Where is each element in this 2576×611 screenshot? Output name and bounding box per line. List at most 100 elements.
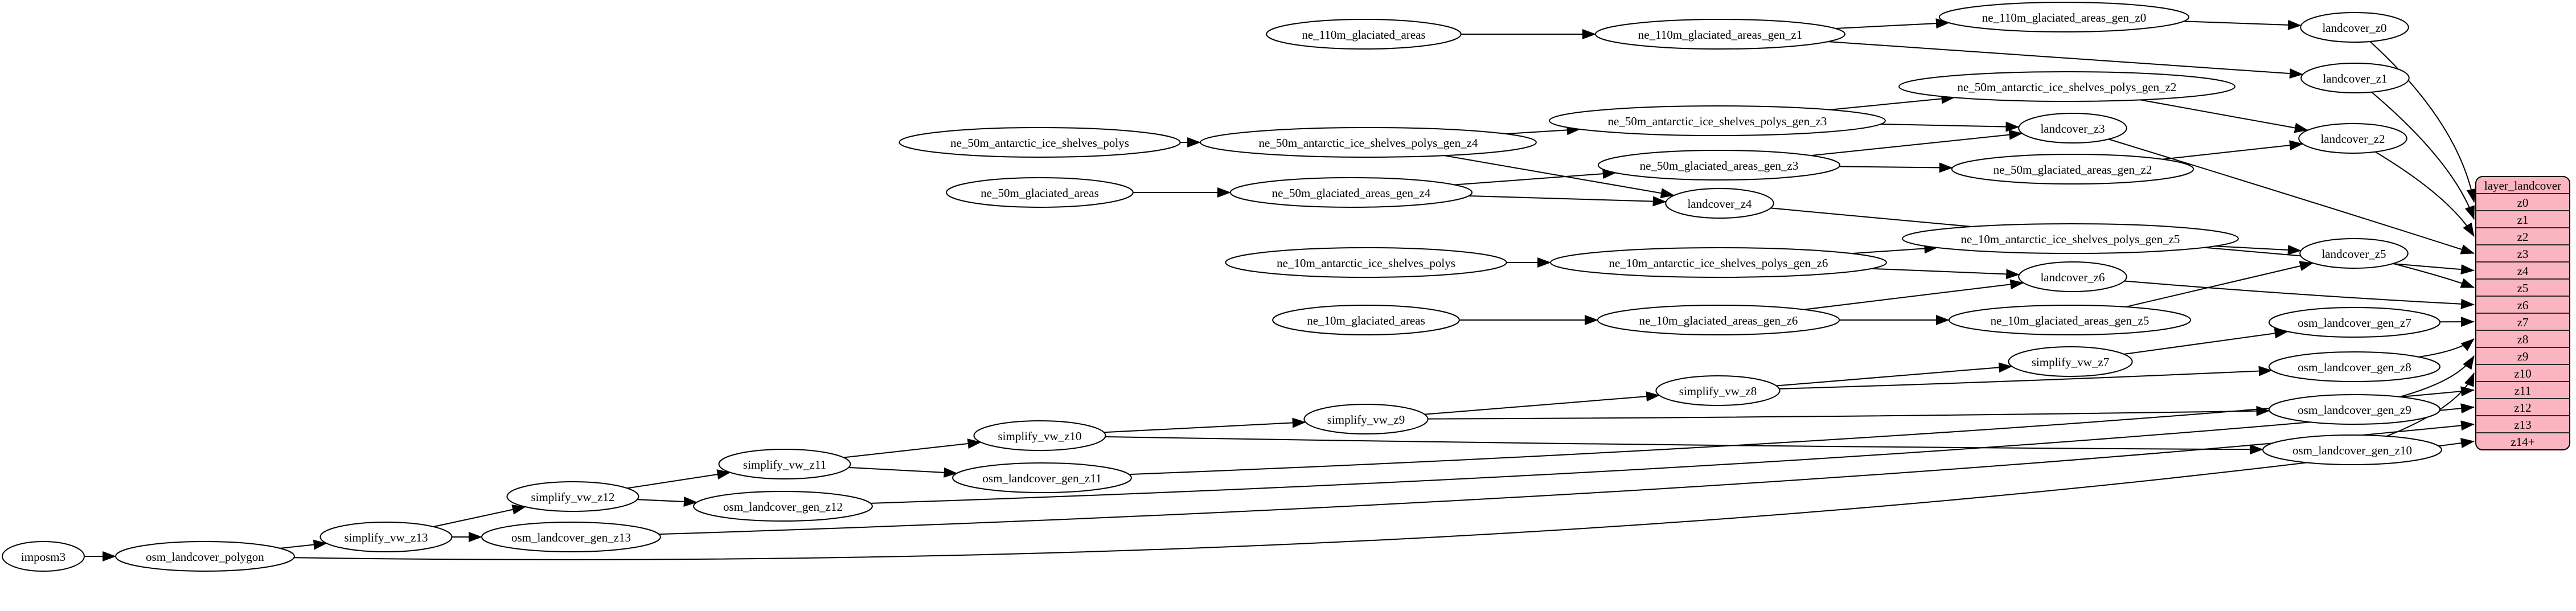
edge-ne_110m_glaciated_areas_gen_z1-to-landcover_z1 xyxy=(1828,41,2304,79)
node-simplify_vw_z8: simplify_vw_z8 xyxy=(1655,375,1781,406)
node-ne_10m_glaciated_areas: ne_10m_glaciated_areas xyxy=(1272,305,1460,335)
node-label-ne_110m_glaciated_areas: ne_110m_glaciated_areas xyxy=(1302,28,1425,42)
edge-simplify_vw_z7-to-osm_landcover_gen_z7 xyxy=(2123,328,2288,355)
edge-ne_110m_glaciated_areas_gen_z0-to-landcover_z0 xyxy=(2183,19,2302,30)
node-label-osm_landcover_polygon: osm_landcover_polygon xyxy=(146,550,264,564)
node-label-osm_landcover_gen_z13: osm_landcover_gen_z13 xyxy=(511,531,631,544)
node-simplify_vw_z13: simplify_vw_z13 xyxy=(319,522,453,552)
node-label-ne_50m_antarctic_ice_shelves_polys_gen_z4: ne_50m_antarctic_ice_shelves_polys_gen_z… xyxy=(1259,136,1478,150)
edge-osm_landcover_gen_z10-to-z10 xyxy=(2386,372,2475,437)
table-row-z12: z12 xyxy=(2514,401,2531,415)
node-label-landcover_z3: landcover_z3 xyxy=(2040,122,2105,136)
node-label-ne_50m_glaciated_areas_gen_z4: ne_50m_glaciated_areas_gen_z4 xyxy=(1272,186,1431,200)
edge-ne_50m_antarctic_ice_shelves_polys_gen_z2-to-landcover_z2 xyxy=(2140,99,2308,133)
edge-ne_50m_glaciated_areas_gen_z4-to-ne_50m_glaciated_areas_gen_z3 xyxy=(1454,169,1617,186)
edge-osm_landcover_polygon-to-z14+ xyxy=(294,438,2475,560)
node-label-simplify_vw_z13: simplify_vw_z13 xyxy=(344,531,428,544)
layer-landcover-table: layer_landcoverz0z1z2z3z4z5z6z7z8z9z10z1… xyxy=(2475,176,2570,450)
node-label-ne_50m_glaciated_areas_gen_z2: ne_50m_glaciated_areas_gen_z2 xyxy=(1993,163,2152,177)
edge-osm_landcover_gen_z9-to-z9 xyxy=(2399,355,2475,397)
edge-simplify_vw_z13-to-simplify_vw_z12 xyxy=(433,505,526,527)
node-osm_landcover_gen_z12: osm_landcover_gen_z12 xyxy=(693,491,873,522)
node-osm_landcover_gen_z13: osm_landcover_gen_z13 xyxy=(481,522,661,552)
node-ne_110m_glaciated_areas_gen_z1: ne_110m_glaciated_areas_gen_z1 xyxy=(1595,19,1845,50)
table-title: layer_landcover xyxy=(2484,179,2561,192)
table-row-z14+: z14+ xyxy=(2511,435,2534,449)
node-landcover_z6: landcover_z6 xyxy=(2018,261,2127,292)
edge-ne_50m_glaciated_areas_gen_z4-to-landcover_z4 xyxy=(1469,195,1667,207)
node-simplify_vw_z10: simplify_vw_z10 xyxy=(973,420,1106,451)
node-label-ne_50m_glaciated_areas_gen_z3: ne_50m_glaciated_areas_gen_z3 xyxy=(1640,159,1799,173)
edge-osm_landcover_gen_z13-to-z13 xyxy=(659,420,2475,535)
edge-simplify_vw_z8-to-osm_landcover_gen_z8 xyxy=(1779,366,2273,389)
edge-simplify_vw_z12-to-osm_landcover_gen_z12 xyxy=(637,496,698,507)
node-ne_50m_glaciated_areas_gen_z4: ne_50m_glaciated_areas_gen_z4 xyxy=(1229,177,1473,208)
table-row-z2: z2 xyxy=(2517,230,2529,244)
node-label-ne_50m_glaciated_areas: ne_50m_glaciated_areas xyxy=(981,186,1099,200)
node-label-simplify_vw_z10: simplify_vw_z10 xyxy=(998,429,1082,443)
edge-landcover_z1-to-z1 xyxy=(2371,91,2475,220)
node-label-osm_landcover_gen_z9: osm_landcover_gen_z9 xyxy=(2298,403,2411,417)
table-row-z3: z3 xyxy=(2517,247,2529,261)
table-row-z13: z13 xyxy=(2514,418,2531,432)
node-osm_landcover_gen_z8: osm_landcover_gen_z8 xyxy=(2269,351,2440,382)
node-label-osm_landcover_gen_z12: osm_landcover_gen_z12 xyxy=(723,500,843,514)
node-ne_50m_glaciated_areas_gen_z2: ne_50m_glaciated_areas_gen_z2 xyxy=(1951,154,2194,184)
edge-ne_10m_antarctic_ice_shelves_polys_gen_z6-to-landcover_z6 xyxy=(1871,268,2020,280)
edge-ne_10m_glaciated_areas_gen_z5-to-landcover_z5 xyxy=(2126,261,2314,307)
node-label-ne_50m_antarctic_ice_shelves_polys_gen_z3: ne_50m_antarctic_ice_shelves_polys_gen_z… xyxy=(1608,114,1827,128)
node-osm_landcover_gen_z7: osm_landcover_gen_z7 xyxy=(2269,307,2440,338)
node-label-landcover_z4: landcover_z4 xyxy=(1687,197,1752,211)
edge-simplify_vw_z10-to-osm_landcover_gen_z10 xyxy=(1105,436,2264,455)
edge-landcover_z2-to-z2 xyxy=(2374,151,2475,237)
edge-ne_10m_glaciated_areas_gen_z6-to-landcover_z6 xyxy=(1804,279,2024,310)
node-osm_landcover_gen_z9: osm_landcover_gen_z9 xyxy=(2269,394,2440,425)
edge-ne_50m_glaciated_areas_gen_z3-to-landcover_z3 xyxy=(1811,129,2023,157)
node-label-simplify_vw_z11: simplify_vw_z11 xyxy=(743,458,826,471)
edge-osm_landcover_gen_z8-to-z8 xyxy=(2418,338,2475,358)
edge-landcover_z3-to-z3 xyxy=(2108,138,2475,255)
table-row-z5: z5 xyxy=(2517,281,2529,295)
node-ne_50m_antarctic_ice_shelves_polys_gen_z2: ne_50m_antarctic_ice_shelves_polys_gen_z… xyxy=(1898,71,2235,102)
edge-simplify_vw_z9-to-simplify_vw_z8 xyxy=(1424,391,1660,415)
edge-ne_10m_antarctic_ice_shelves_polys_gen_z5-to-landcover_z5 xyxy=(2214,244,2302,255)
node-landcover_z0: landcover_z0 xyxy=(2300,12,2409,43)
edge-ne_110m_glaciated_areas_gen_z1-to-ne_110m_glaciated_areas_gen_z0 xyxy=(1835,18,1950,29)
table-row-z9: z9 xyxy=(2517,350,2529,363)
edge-simplify_vw_z10-to-simplify_vw_z9 xyxy=(1104,417,1306,433)
node-label-osm_landcover_gen_z11: osm_landcover_gen_z11 xyxy=(982,471,1101,485)
node-label-osm_landcover_gen_z10: osm_landcover_gen_z10 xyxy=(2292,444,2412,457)
node-ne_10m_glaciated_areas_gen_z5: ne_10m_glaciated_areas_gen_z5 xyxy=(1948,305,2192,335)
node-label-ne_50m_antarctic_ice_shelves_polys: ne_50m_antarctic_ice_shelves_polys xyxy=(950,136,1129,150)
node-label-ne_10m_antarctic_ice_shelves_polys_gen_z5: ne_10m_antarctic_ice_shelves_polys_gen_z… xyxy=(1961,232,2180,246)
node-osm_landcover_gen_z11: osm_landcover_gen_z11 xyxy=(952,462,1132,493)
node-label-landcover_z1: landcover_z1 xyxy=(2323,72,2387,85)
edge-osm_landcover_gen_z12-to-z12 xyxy=(870,403,2475,504)
node-label-osm_landcover_gen_z8: osm_landcover_gen_z8 xyxy=(2298,360,2411,374)
edge-ne_50m_antarctic_ice_shelves_polys_gen_z4-to-ne_50m_antarctic_ice_shelves_polys_gen_z3 xyxy=(1506,125,1581,136)
node-ne_10m_antarctic_ice_shelves_polys_gen_z6: ne_10m_antarctic_ice_shelves_polys_gen_z… xyxy=(1550,247,1887,278)
node-label-ne_50m_antarctic_ice_shelves_polys_gen_z2: ne_50m_antarctic_ice_shelves_polys_gen_z… xyxy=(1958,80,2177,94)
edge-simplify_vw_z11-to-simplify_vw_z10 xyxy=(843,438,982,458)
edge-simplify_vw_z11-to-osm_landcover_gen_z11 xyxy=(848,466,958,478)
node-label-ne_10m_glaciated_areas: ne_10m_glaciated_areas xyxy=(1307,314,1425,327)
node-label-ne_110m_glaciated_areas_gen_z1: ne_110m_glaciated_areas_gen_z1 xyxy=(1638,28,1802,42)
table-row-z10: z10 xyxy=(2514,367,2531,380)
node-ne_10m_antarctic_ice_shelves_polys: ne_10m_antarctic_ice_shelves_polys xyxy=(1225,247,1507,278)
node-label-ne_10m_glaciated_areas_gen_z6: ne_10m_glaciated_areas_gen_z6 xyxy=(1639,314,1798,327)
node-label-landcover_z6: landcover_z6 xyxy=(2040,270,2105,284)
node-label-osm_landcover_gen_z7: osm_landcover_gen_z7 xyxy=(2298,316,2411,330)
node-landcover_z3: landcover_z3 xyxy=(2018,113,2127,143)
edge-simplify_vw_z8-to-simplify_vw_z7 xyxy=(1776,362,2013,387)
nodes-layer: imposm3 osm_landcover_polygon simplify_vw_… xyxy=(2,2,2442,572)
node-simplify_vw_z11: simplify_vw_z11 xyxy=(718,449,851,479)
node-ne_110m_glaciated_areas_gen_z0: ne_110m_glaciated_areas_gen_z0 xyxy=(1939,2,2189,32)
edge-ne_50m_antarctic_ice_shelves_polys_gen_z3-to-ne_50m_antarctic_ice_shelves_polys_gen_z2 xyxy=(1830,93,1955,110)
node-label-imposm3: imposm3 xyxy=(21,550,65,564)
edge-landcover_z0-to-z0 xyxy=(2369,41,2477,203)
node-label-ne_10m_antarctic_ice_shelves_polys: ne_10m_antarctic_ice_shelves_polys xyxy=(1277,256,1455,270)
node-landcover_z5: landcover_z5 xyxy=(2299,238,2409,269)
node-label-ne_10m_antarctic_ice_shelves_polys_gen_z6: ne_10m_antarctic_ice_shelves_polys_gen_z… xyxy=(1609,256,1828,270)
node-label-simplify_vw_z9: simplify_vw_z9 xyxy=(1327,413,1405,427)
